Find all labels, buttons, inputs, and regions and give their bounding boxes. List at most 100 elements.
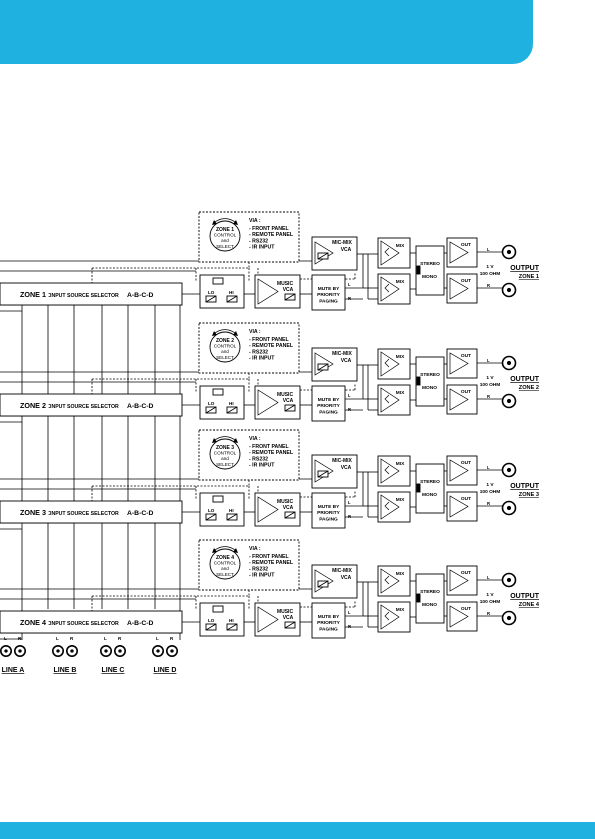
l-label: L <box>348 500 351 505</box>
fader-slash <box>284 511 296 519</box>
knob-text: ZONE 2 <box>216 338 234 344</box>
via-item: - REMOTE PANEL <box>249 560 294 566</box>
knob-arrow-left <box>212 331 217 336</box>
mute-text: PAGING <box>319 626 338 632</box>
knob-arc <box>213 329 237 335</box>
input-jack-r-pin <box>18 649 22 653</box>
mute-text: PRIORITY <box>317 510 340 516</box>
fader-slash <box>317 363 329 371</box>
mute-text: PAGING <box>319 409 338 415</box>
mono-label: MONO <box>422 274 437 280</box>
r-label: R <box>348 624 351 629</box>
selector-sub-label: INPUT SOURCE SELECTOR <box>50 621 119 627</box>
level-label: 1 V <box>486 482 494 488</box>
fader-slash <box>205 406 217 414</box>
mix-amp-triangle <box>380 240 400 266</box>
micmix-label: MIC-MIX <box>332 351 352 357</box>
r-label: R <box>348 514 351 519</box>
mute-text: PRIORITY <box>317 403 340 409</box>
stereo-mono-block <box>415 245 445 296</box>
out-label: OUT <box>461 460 471 466</box>
knob-text: and <box>221 238 229 243</box>
via-item: - IR INPUT <box>249 463 275 469</box>
input-jack-l-pin <box>4 649 8 653</box>
music-label: MUSIC <box>277 609 294 615</box>
out-label: OUT <box>461 606 471 612</box>
mono-label: MONO <box>422 602 437 608</box>
knob-text: CONTROL <box>214 561 237 566</box>
mix-label: MIX <box>396 279 405 285</box>
vca-amp-triangle <box>257 496 279 523</box>
selector-zone-label: ZONE 4 : <box>20 618 50 627</box>
input-l-label: L <box>4 636 7 641</box>
selector-zone-label: ZONE 3 : <box>20 508 50 517</box>
stereo-switch <box>416 593 421 603</box>
mix-amp-triangle <box>380 458 400 484</box>
stereo-mono-block <box>415 463 445 514</box>
impedance-label: 100 OHM <box>480 382 501 388</box>
fader-slash <box>284 621 296 629</box>
mono-label: MONO <box>422 385 437 391</box>
mix-arrow <box>384 465 390 475</box>
micmix-vca-label: VCA <box>341 358 352 364</box>
music-label: MUSIC <box>277 392 294 398</box>
l-label: L <box>348 393 351 398</box>
stereo-label: STEREO <box>420 479 440 485</box>
vca-amp-triangle <box>257 278 279 305</box>
mix-label: MIX <box>396 461 405 467</box>
out-label: OUT <box>461 278 471 284</box>
out-r-label: R <box>487 394 490 399</box>
l-label: L <box>348 610 351 615</box>
fader-slash <box>317 252 329 260</box>
stereo-label: STEREO <box>420 589 440 595</box>
zone-control-knob <box>209 438 241 470</box>
out-r-label: R <box>487 611 490 616</box>
header-bar <box>0 0 533 64</box>
impedance-label: 100 OHM <box>480 599 501 605</box>
line-input-label: LINE A <box>2 667 25 674</box>
output-zone-label: ZONE 1 <box>519 274 539 280</box>
input-l-label: L <box>156 636 159 641</box>
mix-amp-triangle <box>380 351 400 377</box>
out-label: OUT <box>461 353 471 359</box>
lo-label: LO <box>208 401 215 406</box>
fader-slash <box>226 406 238 414</box>
via-item: - RS232 <box>249 238 268 244</box>
mute-text: PAGING <box>319 516 338 522</box>
via-item: - FRONT PANEL <box>249 444 290 450</box>
mix-arrow <box>384 611 390 621</box>
output-zone-label: ZONE 2 <box>519 385 539 391</box>
zone-control-knob <box>209 548 241 580</box>
mix-arrow <box>384 358 390 368</box>
output-zone-label: ZONE 3 <box>519 492 539 498</box>
mix-amp-triangle <box>380 568 400 594</box>
mute-priority-block <box>311 602 346 639</box>
mix-block <box>377 348 411 380</box>
mute-text: MUTE BY <box>318 614 340 620</box>
knob-arrow-right <box>233 331 238 336</box>
output-label: OUTPUT <box>510 376 540 383</box>
tone-indicator <box>212 605 224 613</box>
impedance-label: 100 OHM <box>480 489 501 495</box>
out-amp-triangle <box>449 241 469 264</box>
vca-label: VCA <box>283 398 294 404</box>
mute-priority-block <box>311 492 346 529</box>
mute-priority-block <box>311 385 346 422</box>
via-item: - RS232 <box>249 456 268 462</box>
stereo-mono-block <box>415 573 445 624</box>
knob-text: CONTROL <box>214 233 237 238</box>
knob-text: and <box>221 349 229 354</box>
out-amp-triangle <box>449 459 469 482</box>
via-item: - RS232 <box>249 349 268 355</box>
mix-label: MIX <box>396 243 405 249</box>
vca-label: VCA <box>283 615 294 621</box>
micmix-label: MIC-MIX <box>332 458 352 464</box>
hi-label: HI <box>229 290 234 295</box>
mix-arrow <box>384 575 390 585</box>
mix-label: MIX <box>396 354 405 360</box>
mute-text: MUTE BY <box>318 286 340 292</box>
